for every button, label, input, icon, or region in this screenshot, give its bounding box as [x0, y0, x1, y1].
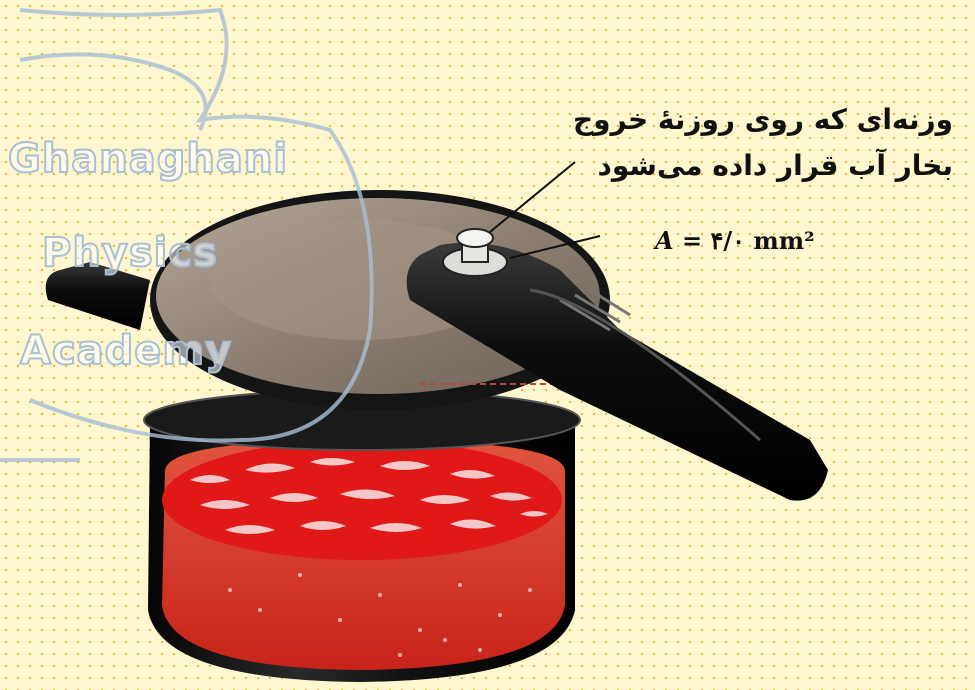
watermark-text-line1: Ghanaghani [8, 136, 288, 182]
pot-body [148, 420, 575, 682]
weight-caption-line1: وزنه‌ای که روی روزنهٔ خروج [393, 100, 953, 140]
area-symbol: A [655, 226, 674, 255]
area-label: A = ۴/۰ mm² [655, 226, 815, 255]
area-value: = ۴/۰ mm² [682, 226, 815, 255]
watermark-text-line2: Physics [42, 230, 218, 276]
watermark-text-line3: Academy [20, 328, 232, 374]
weight-caption-line2: بخار آب قرار داده می‌شود [393, 146, 953, 186]
